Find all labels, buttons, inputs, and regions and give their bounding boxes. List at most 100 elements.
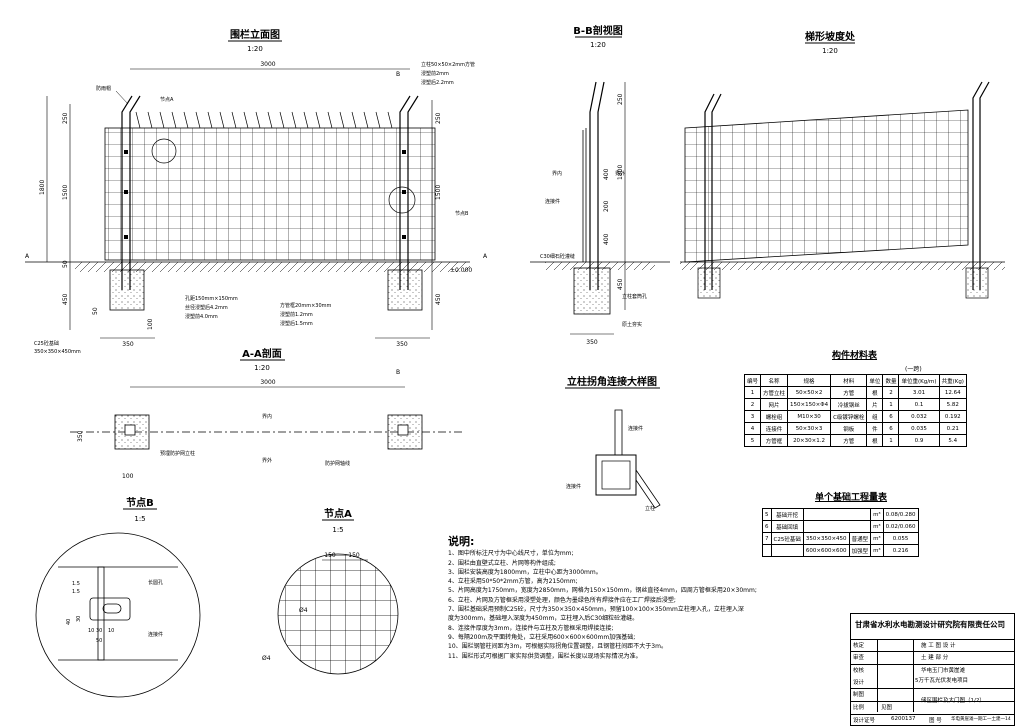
- stage-label: 施 工 图 设 计: [921, 643, 956, 649]
- table-header: 数量: [882, 374, 900, 387]
- table-cell: 12.64: [938, 386, 967, 399]
- table-cell: m³: [870, 508, 884, 521]
- dim-left-2: 1800: [39, 180, 46, 195]
- table-cell: 50×30×3: [787, 422, 832, 435]
- table-header: 编号: [743, 374, 762, 387]
- aa-note-1: 预埋防护网立柱: [160, 450, 195, 457]
- table-cell: 方管: [830, 434, 868, 447]
- role-draw: 制图: [853, 692, 865, 698]
- elevation-title: 围栏立面图: [230, 28, 280, 41]
- table-cell: 350×350×450: [802, 532, 850, 545]
- dim-left-3: 1500: [62, 185, 69, 200]
- drawing-no-value: 华电黄崖滩一期工一土建一14: [951, 717, 1011, 722]
- table-header: 单位重(Kg/m): [898, 374, 940, 387]
- bb-c30: C30细石砼灌缝: [540, 253, 575, 260]
- cert-value: 6200137: [891, 716, 916, 722]
- note-item: 5、片网高度为1750mm，宽度为2850mm，网格为150×150mm，钢丝直…: [448, 587, 757, 595]
- node-b-d2: 1.5: [72, 589, 80, 595]
- label-mesh-3: 浸塑前4.0mm: [185, 313, 218, 320]
- label-mesh-2: 丝径浸塑后4.2mm: [185, 304, 228, 311]
- drawing-no-label: 图 号: [929, 718, 942, 724]
- table-cell: C25砼基础: [770, 532, 804, 545]
- label-post-1: 立柱50×50×2mm方管: [421, 61, 475, 68]
- label-post-3: 浸塑后2.2mm: [421, 79, 454, 86]
- table-cell: 组: [866, 410, 884, 423]
- title-block: 甘肃省水利水电勘测设计研究院有限责任公司 核定 施 工 图 设 计 审查 土 建…: [850, 613, 1015, 726]
- node-a-view: 节点A 1:5 150 150 Ø4 Ø4: [262, 507, 399, 675]
- note-item: 2、围栏由直壁式立柱、片网等构件组成;: [448, 559, 556, 567]
- note-item: 度为300mm，基础埋入深度为450mm，立柱埋入后C30细粒砼灌缝。: [448, 615, 639, 623]
- table-cell: 150×150×Φ4: [787, 398, 832, 411]
- table-cell: 50×50×2: [787, 386, 832, 399]
- node-b-d6: 10: [108, 628, 114, 634]
- table-cell: 基础回填: [770, 520, 804, 533]
- table-cell: 钢板: [830, 422, 868, 435]
- corner-post: 立柱: [645, 505, 655, 512]
- role-approve: 核定: [853, 643, 865, 649]
- table-cell: 5: [762, 508, 772, 521]
- table-cell: 0.21: [938, 422, 967, 435]
- node-a-scale: 1:5: [332, 526, 343, 534]
- left-post: [121, 95, 141, 290]
- node-b-hole: 长圆孔: [148, 579, 163, 586]
- label-cap: 防雨帽: [96, 85, 111, 92]
- table-header: 共重(Kg): [938, 374, 967, 387]
- table-cell: 7: [762, 532, 772, 545]
- role-review: 审查: [853, 655, 865, 661]
- quantities-title: 单个基础工程量表: [815, 493, 888, 503]
- aa-scale: 1:20: [254, 364, 270, 372]
- table-cell: 3: [743, 410, 762, 423]
- notes-heading: 说明:: [448, 535, 475, 548]
- right-footing: [387, 269, 423, 311]
- node-a-phi-1: Ø4: [299, 607, 308, 614]
- aa-title: A-A剖面: [242, 347, 282, 360]
- table-cell: 6: [762, 520, 772, 533]
- table-cell: 6: [882, 422, 900, 435]
- project-line-1: 华电玉门市黄崖滩: [921, 668, 966, 674]
- corner-conn-1: 连接件: [628, 425, 643, 432]
- bb-section-view: B-B剖视图 1:20 250 400 200 400 1800 450 界内 …: [530, 24, 670, 346]
- node-b-conn: 连接件: [148, 631, 163, 638]
- node-a-dim-2: 150: [348, 552, 360, 559]
- bb-dim-1: 250: [617, 93, 624, 105]
- table-cell: 2: [882, 386, 900, 399]
- table-cell: C级镀锌螺栓: [830, 410, 868, 423]
- table-header: 材料: [830, 374, 868, 387]
- node-a-phi-2: Ø4: [262, 655, 271, 662]
- label-base-2: 350×350×450mm: [34, 349, 81, 355]
- node-b-marker: [388, 186, 416, 214]
- note-item: 10、围栏钢管柱间距为3m，可根据实际拐角位置调整，且钢管柱间距不大于3m。: [448, 643, 667, 651]
- table-cell: M10×30: [787, 410, 832, 423]
- node-b-title: 节点B: [126, 496, 154, 509]
- table-cell: 600×600×600: [802, 544, 850, 557]
- label-post-2: 浸塑前2mm: [421, 70, 449, 77]
- note-item: 1、图中所标注尺寸为中心线尺寸，单位为mm;: [448, 550, 574, 558]
- bb-dim-6: 450: [617, 278, 624, 290]
- dim-bottom-100: 100: [147, 318, 154, 330]
- table-cell: 方管框: [760, 434, 789, 447]
- role-design: 设计: [853, 680, 865, 686]
- bb-dim-4: 400: [603, 233, 610, 245]
- role-check: 校核: [853, 668, 865, 674]
- table-cell: 0.1: [898, 398, 940, 411]
- section-b-top: B: [396, 71, 400, 78]
- table-cell: 螺栓组: [760, 410, 789, 423]
- company-name: 甘肃省水利水电勘测设计研究院有限责任公司: [855, 620, 1005, 629]
- dim-bottom-50: 50: [92, 307, 99, 315]
- table-cell: 0.035: [898, 422, 940, 435]
- label-level: ±0.000: [450, 267, 472, 274]
- aa-note-2: 防护网轴线: [325, 460, 350, 467]
- table-cell: 0.216: [882, 544, 919, 557]
- node-b-d8: 30: [76, 616, 82, 622]
- bb-bottom-dim: 350: [586, 339, 598, 346]
- right-post: [399, 95, 419, 290]
- label-rail-1: 方管框20mm×30mm: [280, 302, 332, 309]
- note-item: 8、连接件厚度为3mm，连接件与立柱及方管框采用焊接连接;: [448, 624, 614, 632]
- table-cell: 1: [882, 398, 900, 411]
